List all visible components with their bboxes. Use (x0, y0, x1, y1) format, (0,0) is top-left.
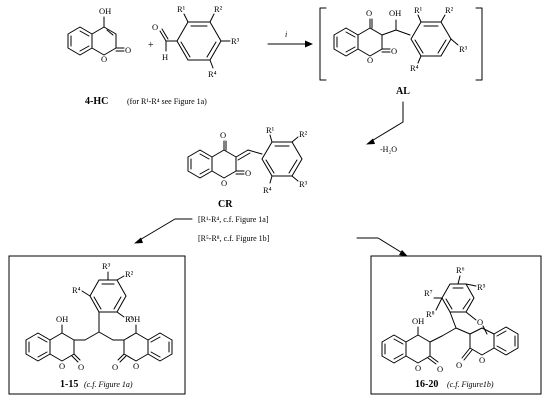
compound-al: O O O OH R¹ R² R³ R⁴ (319, 5, 483, 81)
carbonyl-oxygen-label: O (125, 45, 131, 55)
p2-r5: R⁵ (477, 282, 486, 292)
hc-note: (for R¹-R⁴ see Figure 1a) (127, 97, 207, 106)
p1-note: (c.f. Figure 1a) (84, 380, 133, 389)
p1-r2: R² (125, 269, 134, 279)
cr-r1: R¹ (266, 125, 275, 135)
al-ketone-oxygen: O (366, 8, 372, 18)
cr-ketone-oxygen: O (220, 130, 226, 140)
p2-left-oh: OH (412, 316, 424, 326)
p2-right-carbonyl-oxygen: O (456, 360, 462, 370)
al-carbonyl-oxygen: O (391, 46, 397, 56)
al-r3: R³ (459, 44, 468, 54)
p1-left-ring-oxygen: O (59, 361, 65, 371)
p1-r3: R³ (102, 261, 111, 271)
oh-label: OH (99, 6, 111, 16)
aldehyde-r1: R¹ (177, 4, 186, 14)
al-ring-oxygen: O (367, 55, 373, 65)
al-r1: R¹ (414, 5, 423, 15)
p1-right-oh: OH (128, 314, 140, 324)
product-box-1-15 (8, 255, 186, 395)
product-box-16-20 (370, 255, 542, 395)
p1-label: 1-15 (60, 379, 78, 390)
p2-note: (c.f. Figure1b) (447, 380, 494, 389)
p1-right-carbonyl-oxygen: O (112, 362, 118, 372)
p2-r7: R⁷ (424, 288, 433, 298)
aldehyde-r2: R² (214, 4, 223, 14)
compound-16-20: R⁶ R⁵ R⁷ R⁸ O O O OH O O (381, 265, 519, 374)
p1-right-ring-oxygen: O (133, 361, 139, 371)
cr-note-1: [R¹-R⁴, c.f. Figure 1a] (198, 215, 269, 224)
al-r2: R² (445, 5, 454, 15)
cr-r3: R³ (299, 179, 308, 189)
dehydration-label: -H₂O (380, 145, 397, 154)
cr-r4: R⁴ (263, 185, 272, 195)
p2-pyran-oxygen: O (477, 317, 483, 327)
cr-note-2: [R⁵-R⁸, c.f. Figure 1b] (198, 234, 270, 243)
ring-oxygen-label: O (101, 54, 107, 64)
compound-aldehyde: O H R¹ R² R³ R⁴ (152, 4, 240, 79)
p1-left-carbonyl-oxygen: O (78, 362, 84, 372)
compound-4-hc: OH O O (67, 6, 131, 64)
arrow-to-products-1-15-head (134, 237, 143, 244)
cr-ring-oxygen: O (221, 178, 227, 188)
p2-r6: R⁶ (456, 265, 465, 275)
aldehyde-oxygen-label: O (152, 22, 158, 32)
aldehyde-r3: R³ (231, 36, 240, 46)
arrow-step2-head (366, 138, 375, 145)
p2-right-ring-oxygen: O (479, 355, 485, 365)
reagent-label: i (285, 30, 287, 39)
arrow-to-products-1-15 (137, 218, 193, 242)
hc-label: 4-HC (85, 96, 108, 107)
al-label: AL (396, 86, 410, 97)
al-oh-label: OH (389, 8, 401, 18)
p2-r8: R⁸ (426, 309, 435, 319)
p1-r4: R⁴ (72, 285, 81, 295)
cr-r2: R² (299, 129, 308, 139)
aldehyde-r4: R⁴ (208, 69, 217, 79)
p1-left-oh: OH (56, 314, 68, 324)
arrow-step1-head (305, 40, 313, 48)
cr-carbonyl-oxygen: O (245, 168, 251, 178)
al-r4: R⁴ (410, 63, 419, 73)
p1-r1: R¹ (125, 314, 134, 324)
plus-sign: + (148, 40, 154, 51)
cr-label: CR (218, 199, 233, 210)
aldehyde-hydrogen-label: H (162, 52, 168, 62)
arrow-to-products-16-20-head (399, 250, 408, 257)
compound-cr: O O O R¹ R² R³ R⁴ (187, 125, 308, 195)
compound-1-15: R³ R⁴ R² R¹ OH O O OH O O (25, 261, 173, 372)
p2-left-carbonyl-oxygen: O (437, 364, 443, 374)
p2-label: 16-20 (415, 379, 438, 390)
arrow-to-products-16-20 (356, 237, 405, 255)
p2-left-ring-oxygen: O (415, 363, 421, 373)
arrow-step2 (369, 101, 404, 143)
